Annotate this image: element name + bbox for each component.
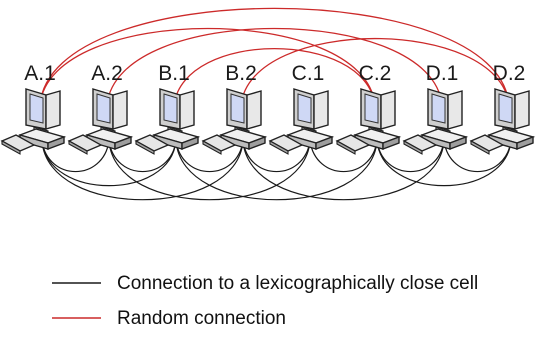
close-connection-b1-b2 [175, 140, 244, 173]
node-label: C.2 [359, 62, 392, 85]
close-connection-d1-d2 [443, 140, 512, 173]
close-connection-a1-b1 [41, 140, 177, 187]
close-connection-c2-d1 [376, 140, 445, 173]
node-d1: D.1 [403, 62, 467, 155]
desktop-computer-icon [269, 88, 333, 155]
node-c2: C.2 [336, 62, 400, 155]
random-connection-b2-d2 [240, 38, 510, 106]
close-connection-a1-a2 [41, 140, 110, 173]
desktop-computer-icon [135, 88, 199, 155]
desktop-computer-icon [1, 88, 65, 155]
node-b1: B.1 [135, 62, 199, 155]
legend-label-close: Connection to a lexicographically close … [117, 273, 478, 294]
close-connection-a2-c1 [108, 140, 311, 201]
node-label: A.1 [24, 62, 56, 85]
close-connection-c1-c2 [309, 140, 378, 173]
node-b2: B.2 [202, 62, 266, 155]
node-c1: C.1 [269, 62, 333, 155]
random-connection-a1-c2 [39, 27, 376, 106]
desktop-computer-icon [403, 88, 467, 155]
node-label: A.2 [91, 62, 123, 85]
node-d2: D.2 [470, 62, 534, 155]
desktop-computer-icon [470, 88, 534, 155]
close-connection-a2-b1 [108, 140, 177, 173]
legend-label-random: Random connection [117, 308, 286, 329]
node-label: D.2 [493, 62, 526, 85]
random-connection-a2-d1 [106, 27, 443, 106]
legend-item-random: Random connection [52, 308, 286, 329]
node-label: B.2 [225, 62, 257, 85]
desktop-computer-icon [202, 88, 266, 155]
close-connection-b2-c1 [242, 140, 311, 173]
close-connection-b1-c2 [175, 140, 378, 201]
legend-item-close: Connection to a lexicographically close … [52, 273, 478, 294]
node-label: D.1 [426, 62, 459, 85]
close-connection-a1-b2 [41, 140, 244, 201]
random-connection-a1-d2 [39, 7, 510, 106]
close-connection-b2-d1 [242, 140, 445, 201]
desktop-computer-icon [68, 88, 132, 155]
node-label: B.1 [158, 62, 190, 85]
random-connection-b1-c2 [173, 48, 376, 106]
node-a2: A.2 [68, 62, 132, 155]
node-label: C.1 [292, 62, 325, 85]
node-a1: A.1 [1, 62, 65, 155]
close-connection-c2-d2 [376, 140, 512, 187]
desktop-computer-icon [336, 88, 400, 155]
